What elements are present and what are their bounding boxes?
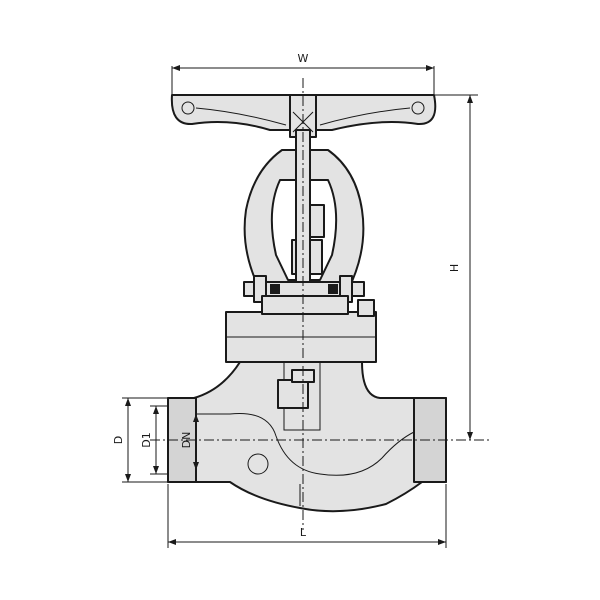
body-shell bbox=[167, 361, 447, 513]
handwheel-left-eye bbox=[181, 101, 195, 115]
handwheel-right-spoke bbox=[319, 107, 411, 126]
handwheel-right-eye bbox=[411, 101, 425, 115]
dimension-h-label: H bbox=[448, 264, 461, 272]
dimension-dn-label: DN bbox=[180, 432, 193, 449]
gland-nut-left bbox=[270, 284, 280, 294]
dimension-w-label: W bbox=[298, 52, 309, 65]
handwheel bbox=[170, 94, 437, 138]
body-passage bbox=[196, 412, 415, 476]
dimension-d-label: D bbox=[112, 436, 125, 444]
handwheel-left-spoke bbox=[195, 107, 287, 126]
dimension-l-label: L bbox=[300, 526, 307, 539]
dimension-d1: D1 bbox=[140, 405, 168, 475]
dimension-d: D bbox=[112, 397, 168, 483]
valve-body bbox=[167, 361, 447, 513]
dimension-d1-label: D1 bbox=[140, 432, 153, 447]
dimension-l: L bbox=[167, 484, 447, 548]
dimension-dn: DN bbox=[180, 414, 199, 470]
bonnet-nut bbox=[357, 299, 375, 317]
bonnet bbox=[225, 295, 377, 363]
bonnet-neck bbox=[261, 295, 349, 315]
dimension-h: H bbox=[434, 94, 478, 440]
dimension-w: W bbox=[171, 52, 435, 96]
body-boss bbox=[247, 453, 269, 475]
gland-nut-right bbox=[328, 284, 338, 294]
